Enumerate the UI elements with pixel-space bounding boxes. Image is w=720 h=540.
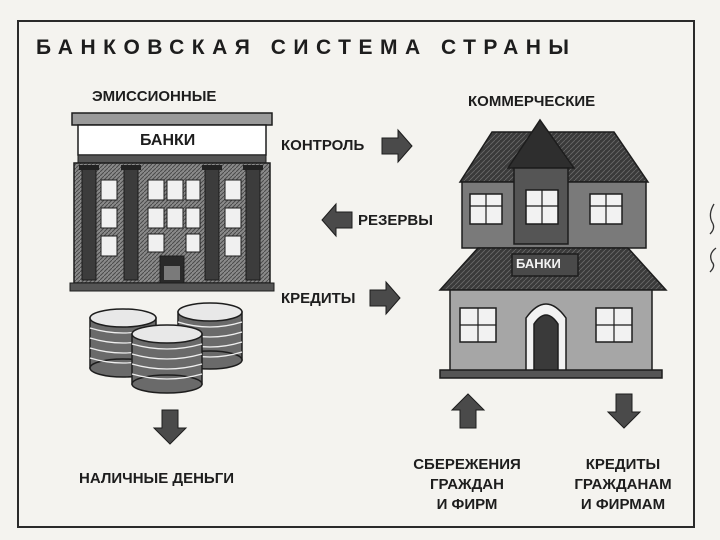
cash-label: НАЛИЧНЫЕ ДЕНЬГИ: [79, 470, 234, 487]
reserves-label: РЕЗЕРВЫ: [358, 212, 433, 229]
credits-label: КРЕДИТЫ: [281, 290, 356, 307]
commercial-heading: КОММЕРЧЕСКИЕ: [468, 93, 596, 110]
arrows: [152, 128, 642, 445]
control-label: КОНТРОЛЬ: [281, 137, 365, 154]
savings-line-1: СБЕРЕЖЕНИЯ: [413, 456, 521, 473]
emission-heading: ЭМИССИОННЫЕ: [92, 88, 217, 105]
handwritten-mark-icon: [709, 203, 717, 273]
savings-label: СБЕРЕЖЕНИЯ ГРАЖДАН И ФИРМ: [402, 455, 532, 515]
savings-line-3: И ФИРМ: [436, 496, 498, 513]
loans-line-1: КРЕДИТЫ: [585, 456, 661, 473]
credits-arrow-right: [369, 280, 401, 316]
savings-arrow-up: [450, 393, 486, 429]
coin-stacks-illustration: [89, 302, 243, 394]
commercial-bank-building: [438, 118, 668, 379]
control-arrow-right: [381, 128, 413, 164]
savings-line-2: ГРАЖДАН: [430, 476, 504, 493]
diagram-frame: [17, 20, 695, 528]
reserves-arrow-left: [321, 202, 353, 238]
emission-bank-building: [69, 112, 275, 292]
commercial-bank-sign: БАНКИ: [516, 256, 561, 271]
loans-line-2: ГРАЖДАНАМ: [574, 476, 672, 493]
loans-arrow-down: [606, 393, 642, 429]
loans-label: КРЕДИТЫ ГРАЖДАНАМ И ФИРМАМ: [558, 455, 688, 515]
diagram-title: БАНКОВСКАЯ СИСТЕМА СТРАНЫ: [36, 36, 577, 59]
loans-line-3: И ФИРМАМ: [580, 496, 666, 513]
emission-bank-sign: БАНКИ: [140, 132, 196, 149]
cash-arrow-down: [152, 409, 188, 445]
